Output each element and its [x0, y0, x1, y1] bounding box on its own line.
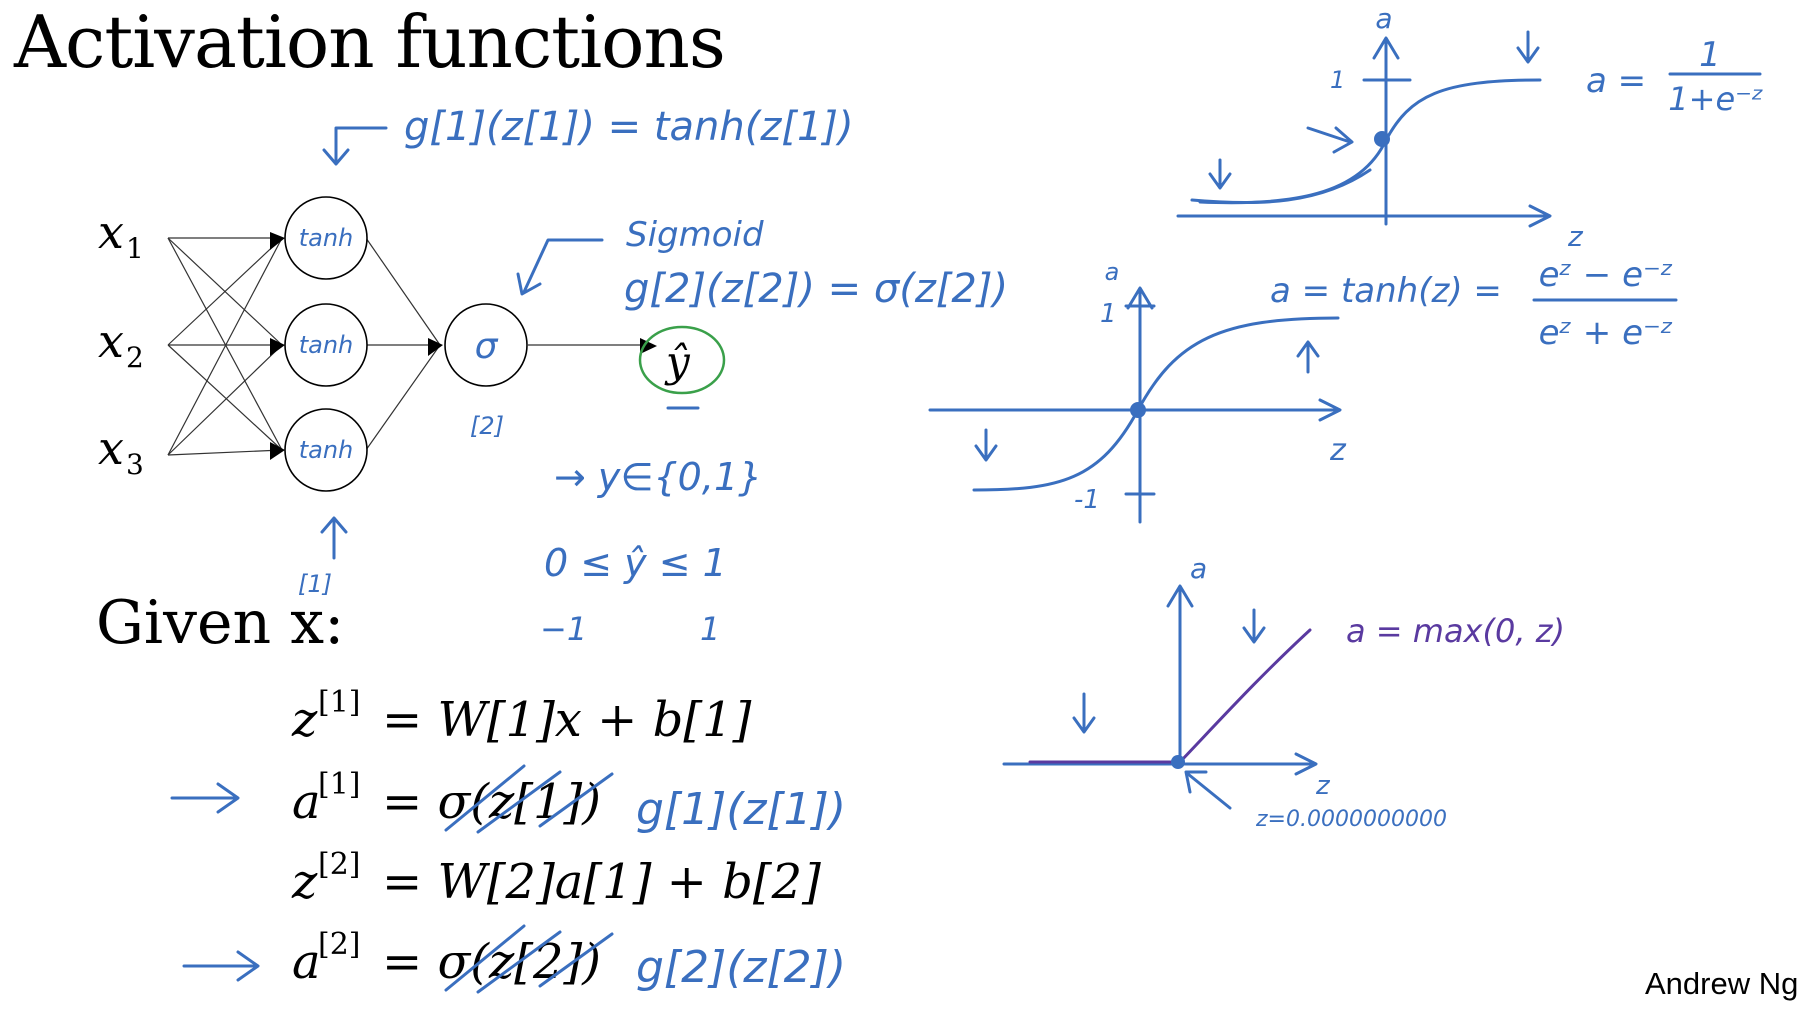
sigmoid-word: Sigmoid — [626, 215, 764, 255]
svg-text:a = max(0, z): a = max(0, z) — [1346, 612, 1565, 650]
layer1-activation-note: g[1](z[1]) = tanh(z[1]) — [404, 104, 854, 150]
layer1-arrow-icon — [320, 516, 348, 560]
equation-3: z [2] = W[2]a[1] + b[2] — [291, 847, 821, 910]
output-node-label: σ — [475, 326, 499, 367]
svg-text:eᶻ − e⁻ᶻ: eᶻ − e⁻ᶻ — [1539, 255, 1674, 295]
y-range-note: → y∈{0,1} — [554, 455, 762, 499]
layer1-index-label: [1] — [298, 570, 332, 598]
sigmoid-curve — [1198, 78, 1542, 205]
input-x2: x 2 — [98, 314, 144, 374]
layer1-pointer-icon — [322, 126, 388, 166]
equation-2-arrow-icon — [170, 782, 240, 814]
svg-text:a =: a = — [1586, 61, 1646, 101]
plus-one-note: 1 — [700, 610, 720, 648]
layer2-activation-note: g[2](z[2]) = σ(z[2]) — [624, 266, 1008, 312]
tanh-graph: a z 1 -1 a = tanh(z) = eᶻ − e⁻ᶻ eᶻ + e⁻ᶻ — [928, 255, 1678, 524]
hidden-node-1 — [284, 196, 368, 280]
relu-linear-segment — [1178, 628, 1312, 764]
relu-kink-arrow-icon — [1184, 770, 1232, 810]
equation-4-arrow-icon — [182, 950, 260, 982]
equations: z [1] = W[1]x + b[1] a [1] = σ(z[1]) g[1… — [170, 685, 846, 994]
output-node — [444, 303, 528, 387]
handwritten-annotations: g[1](z[1]) = tanh(z[1]) Sigmoid g[2](z[2… — [322, 104, 1008, 648]
relu-right-arrow-icon — [1242, 608, 1266, 644]
hidden-node-3-label: tanh — [299, 436, 354, 464]
sigmoid-left-arrow-icon — [1208, 158, 1232, 190]
prediction-circle — [638, 325, 726, 395]
hidden-node-3 — [284, 408, 368, 492]
svg-text:= W[2]a[1] + b[2]: = W[2]a[1] + b[2] — [382, 854, 821, 910]
input-x3: x 3 — [98, 421, 144, 481]
equation-2: a [1] = σ(z[1]) g[1](z[1]) — [170, 764, 846, 835]
relu-graph: a z a = max(0, z) z=0.0000000000 — [1002, 552, 1565, 832]
svg-text:eᶻ + e⁻ᶻ: eᶻ + e⁻ᶻ — [1539, 313, 1674, 353]
equation-2-strikeout — [444, 764, 614, 834]
svg-text:[1]: [1] — [318, 685, 361, 720]
layer2-pointer-icon — [516, 238, 604, 296]
tanh-left-arrow-icon — [974, 428, 998, 462]
svg-text:z: z — [1315, 771, 1331, 801]
svg-text:1: 1 — [1330, 66, 1345, 94]
svg-text:[2]: [2] — [318, 847, 361, 882]
sigmoid-midpoint-arrow-icon — [1306, 126, 1354, 154]
network-connections — [167, 232, 657, 460]
svg-text:z: z — [291, 854, 318, 910]
svg-text:1: 1 — [1100, 299, 1117, 329]
svg-text:g[1](z[1]): g[1](z[1]) — [636, 784, 846, 835]
relu-left-arrow-icon — [1072, 692, 1096, 734]
svg-text:[1]: [1] — [318, 767, 361, 802]
svg-text:a: a — [1190, 552, 1207, 585]
sigmoid-graph: a z 1 a = 1 1+e⁻ᶻ — [1176, 2, 1764, 253]
equation-4-strikeout — [444, 924, 614, 994]
given-label: Given x: — [96, 588, 345, 658]
slide-title: Activation functions — [14, 0, 726, 84]
prediction-yhat: ŷ — [664, 337, 691, 386]
svg-text:[2]: [2] — [318, 927, 361, 962]
input-x1: x 1 — [98, 205, 144, 265]
sigmoid-right-arrow-icon — [1516, 30, 1540, 64]
svg-text:a: a — [292, 934, 321, 990]
svg-text:z: z — [1567, 220, 1584, 253]
svg-text:x: x — [98, 205, 124, 259]
svg-text:-1: -1 — [1074, 485, 1100, 515]
equation-1: z [1] = W[1]x + b[1] — [291, 685, 752, 748]
svg-text:x: x — [98, 314, 124, 368]
svg-text:1+e⁻ᶻ: 1+e⁻ᶻ — [1668, 80, 1763, 118]
equation-4: a [2] = σ(z[2]) g[2](z[2]) — [182, 924, 846, 994]
sigmoid-center-point — [1374, 131, 1390, 147]
svg-text:a: a — [1375, 2, 1392, 35]
author-name: Andrew Ng — [1645, 966, 1799, 1001]
svg-text:z=0.0000000000: z=0.0000000000 — [1255, 807, 1447, 832]
hidden-node-2-label: tanh — [299, 331, 354, 359]
relu-origin-point — [1171, 755, 1185, 769]
tanh-right-arrow-icon — [1296, 340, 1320, 374]
hidden-node-1-label: tanh — [299, 224, 354, 252]
svg-text:z: z — [1329, 433, 1347, 468]
yhat-range-note: 0 ≤ ŷ ≤ 1 — [544, 541, 727, 585]
minus-one-note: −1 — [540, 610, 587, 648]
svg-text:a = tanh(z) =: a = tanh(z) = — [1270, 271, 1502, 311]
svg-text:z: z — [291, 692, 318, 748]
svg-text:3: 3 — [126, 448, 144, 481]
svg-text:1: 1 — [126, 232, 144, 265]
svg-text:g[2](z[2]): g[2](z[2]) — [636, 942, 846, 993]
svg-text:= W[1]x + b[1]: = W[1]x + b[1] — [382, 692, 752, 748]
svg-text:1: 1 — [1699, 35, 1721, 75]
svg-text:2: 2 — [126, 341, 144, 374]
svg-text:x: x — [98, 421, 124, 475]
network-diagram: x 1 x 2 x 3 tanh tanh tanh σ ŷ [2] [1 — [98, 196, 726, 598]
tanh-curve — [972, 316, 1340, 492]
svg-text:a: a — [1105, 258, 1120, 286]
hidden-node-2 — [284, 303, 368, 387]
svg-text:a: a — [292, 774, 321, 830]
tanh-origin-point — [1130, 402, 1146, 418]
layer2-index-label: [2] — [470, 412, 504, 440]
